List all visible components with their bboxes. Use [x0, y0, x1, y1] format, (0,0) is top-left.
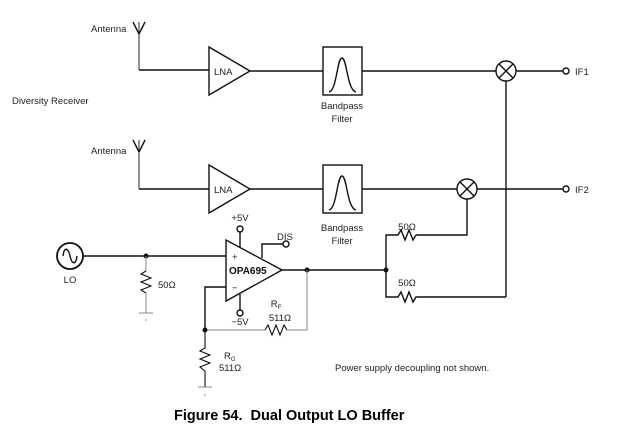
- antenna-1-label: Antenna: [91, 24, 127, 35]
- rg-value: 511Ω: [219, 363, 241, 374]
- lna-2: LNA: [208, 163, 252, 215]
- series-resistor-1-label: 50Ω: [398, 222, 416, 233]
- antenna-1-icon: [132, 21, 146, 70]
- series-resistor-2-label: 50Ω: [398, 278, 416, 289]
- shunt-resistor: 50Ω: [139, 256, 176, 313]
- if2-terminal: [562, 185, 570, 193]
- pos-supply-label: +5V: [231, 213, 249, 224]
- bpf-1-label-2: Filter: [331, 114, 352, 125]
- antenna-2-label: Antenna: [91, 146, 127, 157]
- if2-label: IF2: [575, 185, 589, 196]
- mixer-2-icon: [456, 178, 478, 200]
- note-text: Power supply decoupling not shown.: [335, 363, 489, 374]
- antenna-2-icon: [132, 139, 146, 189]
- bpf-1-label-1: Bandpass: [321, 101, 364, 112]
- rf-resistor: RF 511Ω: [205, 270, 308, 337]
- if1-label: IF1: [575, 67, 589, 78]
- figure-caption: Figure 54. Dual Output LO Buffer: [174, 408, 405, 424]
- bpf-2-label-2: Filter: [331, 236, 352, 247]
- rg-name: RG: [224, 351, 236, 363]
- neg-supply-label: −5V: [231, 317, 249, 328]
- lo-source-icon: [56, 242, 84, 270]
- bpf-2-label-1: Bandpass: [321, 223, 364, 234]
- wire-inverting-input: [204, 286, 226, 330]
- opamp-label: OPA695: [229, 266, 267, 277]
- channel-2: Antenna LNA Bandpass Filter IF2: [91, 139, 589, 247]
- section-label: Diversity Receiver: [12, 96, 89, 107]
- opamp-minus: −: [232, 283, 238, 294]
- if1-terminal: [562, 67, 570, 75]
- ground-icon: [198, 386, 212, 396]
- bandpass-filter-2: Bandpass Filter: [321, 164, 364, 247]
- rg-resistor: RG 511Ω: [198, 330, 241, 387]
- rf-name: RF: [271, 299, 282, 311]
- lo-label: LO: [64, 275, 77, 286]
- shunt-resistor-label: 50Ω: [158, 280, 176, 291]
- lna-1-label: LNA: [214, 67, 233, 78]
- channel-1: Antenna LNA Bandpass Filter IF1: [91, 21, 589, 125]
- lna-1: LNA: [208, 45, 252, 97]
- bandpass-curve-icon: [328, 57, 357, 93]
- rf-value: 511Ω: [269, 313, 291, 324]
- wire-lo-to-mixer2: [416, 199, 468, 236]
- series-resistor-1: 50Ω: [385, 222, 417, 270]
- series-resistor-2: 50Ω: [385, 270, 506, 304]
- mixer-1-icon: [495, 60, 517, 82]
- ground-icon: [139, 312, 153, 321]
- bandpass-curve-icon: [328, 175, 357, 211]
- disable-label: DIS: [277, 232, 293, 243]
- disable-terminal: [282, 240, 290, 248]
- bandpass-filter-1: Bandpass Filter: [321, 46, 364, 125]
- neg-supply-terminal: [236, 309, 244, 317]
- lna-2-label: LNA: [214, 185, 233, 196]
- pos-supply-terminal: [236, 225, 244, 233]
- opamp: + − OPA695 +5V −5V DIS: [225, 213, 293, 328]
- opamp-plus: +: [232, 252, 238, 263]
